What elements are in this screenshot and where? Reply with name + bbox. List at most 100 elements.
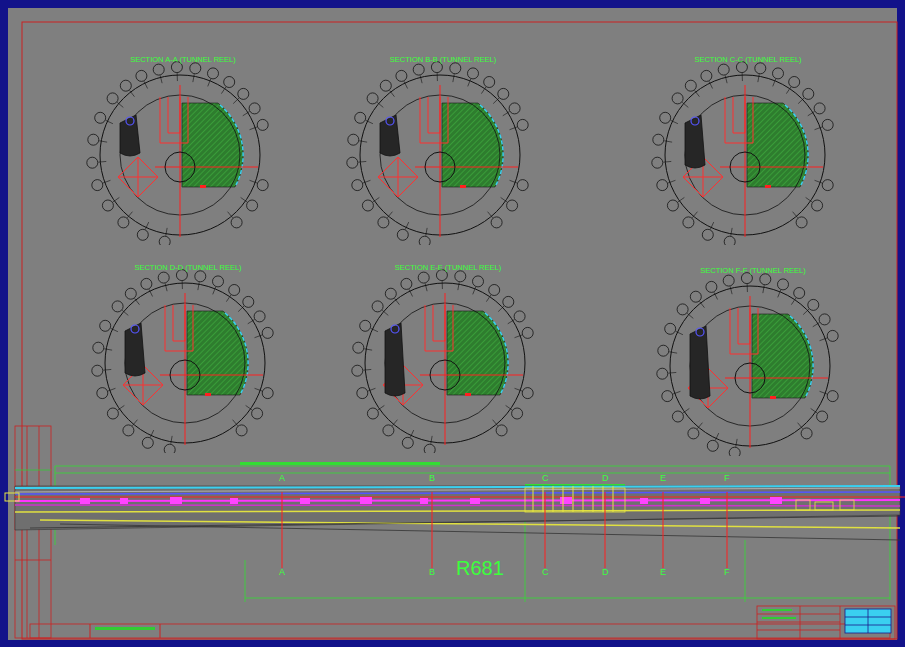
- leader-line: [103, 369, 111, 371]
- callout-bubble: [789, 77, 800, 88]
- callout-bubble: [827, 391, 838, 402]
- leader-line: [763, 285, 764, 293]
- callout-bubble: [827, 330, 838, 341]
- leader-line: [493, 98, 499, 104]
- leader-line: [390, 90, 395, 96]
- section-illustration: [657, 273, 838, 456]
- leader-line: [104, 349, 112, 350]
- leader-line: [241, 197, 248, 202]
- callout-bubble: [514, 311, 525, 322]
- leader-line: [671, 120, 678, 123]
- cyan-arc: [220, 105, 243, 185]
- callout-bubble: [372, 301, 383, 312]
- leader-line: [442, 281, 443, 289]
- red-axis: [415, 167, 518, 168]
- leader-line: [111, 328, 118, 331]
- section-marker: C: [541, 568, 550, 577]
- leader-line: [508, 320, 515, 324]
- section-view: SECTION A-A (TUNNEL REEL): [70, 55, 296, 245]
- leader-line: [682, 102, 688, 107]
- red-mark: [770, 396, 776, 399]
- red-mark: [205, 393, 211, 396]
- leader-line: [420, 75, 422, 83]
- callout-bubble: [141, 278, 152, 289]
- leader-line: [122, 310, 128, 315]
- callout-bubble: [102, 200, 113, 211]
- callout-bubble: [208, 68, 219, 79]
- cyan-arc: [480, 105, 503, 185]
- red-axis: [160, 375, 263, 376]
- red-axis: [440, 85, 441, 237]
- callout-bubble: [817, 411, 828, 422]
- callout-bubble: [252, 408, 263, 419]
- bottom-strip: [30, 624, 890, 638]
- leader-line: [515, 388, 523, 391]
- callout-bubble: [401, 278, 412, 289]
- tunnel-reel-beam: [5, 486, 905, 540]
- blue-ring: [386, 117, 394, 125]
- callout-bubble: [468, 68, 479, 79]
- leader-line: [510, 127, 518, 130]
- leader-line: [233, 420, 238, 426]
- red-axis: [725, 378, 828, 379]
- section-marker: D: [601, 474, 610, 483]
- callout-bubble: [257, 180, 268, 191]
- red-diamond: [118, 157, 158, 197]
- callout-bubble: [517, 180, 528, 191]
- leader-line: [378, 405, 385, 410]
- callout-bubble: [164, 444, 175, 453]
- callout-bubble: [503, 296, 514, 307]
- section-marker: A: [278, 474, 286, 483]
- leader-line: [364, 349, 372, 350]
- callout-bubble: [662, 391, 673, 402]
- red-mark: [460, 185, 466, 188]
- leader-line: [820, 338, 828, 341]
- leader-line: [368, 388, 376, 391]
- leader-line: [387, 212, 392, 218]
- callout-bubble: [254, 311, 265, 322]
- leader-line: [426, 228, 427, 236]
- leader-line: [98, 161, 106, 163]
- dark-hatched-part: [120, 115, 140, 156]
- callout-bubble: [755, 63, 766, 74]
- callout-bubble: [484, 77, 495, 88]
- leader-line: [132, 420, 137, 426]
- callout-bubble: [231, 217, 242, 228]
- red-axis: [420, 375, 523, 376]
- callout-bubble: [701, 70, 712, 81]
- callout-bubble: [93, 342, 104, 353]
- leader-line: [503, 112, 510, 116]
- shaft-circle: [735, 363, 765, 393]
- callout-bubble: [413, 64, 424, 75]
- callout-bubble: [249, 103, 260, 114]
- leader-line: [182, 281, 183, 289]
- callout-bubble: [229, 285, 240, 296]
- leader-line: [150, 430, 153, 437]
- callout-bubble: [723, 275, 734, 286]
- callout-bubble: [473, 276, 484, 287]
- red-axis: [180, 85, 181, 237]
- leader-line: [731, 228, 732, 236]
- section-illustration: [652, 62, 833, 245]
- leader-line: [488, 212, 493, 218]
- section-title: SECTION D-D (TUNNEL REEL): [75, 263, 301, 273]
- callout-bubble: [120, 80, 131, 91]
- callout-bubble: [224, 77, 235, 88]
- section-drawing: [75, 263, 295, 453]
- red-mark: [200, 185, 206, 188]
- leader-line: [669, 352, 677, 353]
- callout-bubble: [718, 64, 729, 75]
- leader-line: [747, 284, 748, 292]
- callout-bubble: [683, 217, 694, 228]
- leader-line: [710, 222, 713, 229]
- callout-bubble: [355, 112, 366, 123]
- callout-bubble: [137, 229, 148, 240]
- leader-line: [145, 222, 148, 229]
- red-mark: [765, 185, 771, 188]
- leader-line: [165, 283, 167, 291]
- cyan-arc: [785, 105, 808, 185]
- callout-bubble: [657, 180, 668, 191]
- callout-bubble: [424, 444, 435, 453]
- leader-line: [144, 81, 148, 88]
- section-view: SECTION D-D (TUNNEL REEL): [75, 263, 301, 453]
